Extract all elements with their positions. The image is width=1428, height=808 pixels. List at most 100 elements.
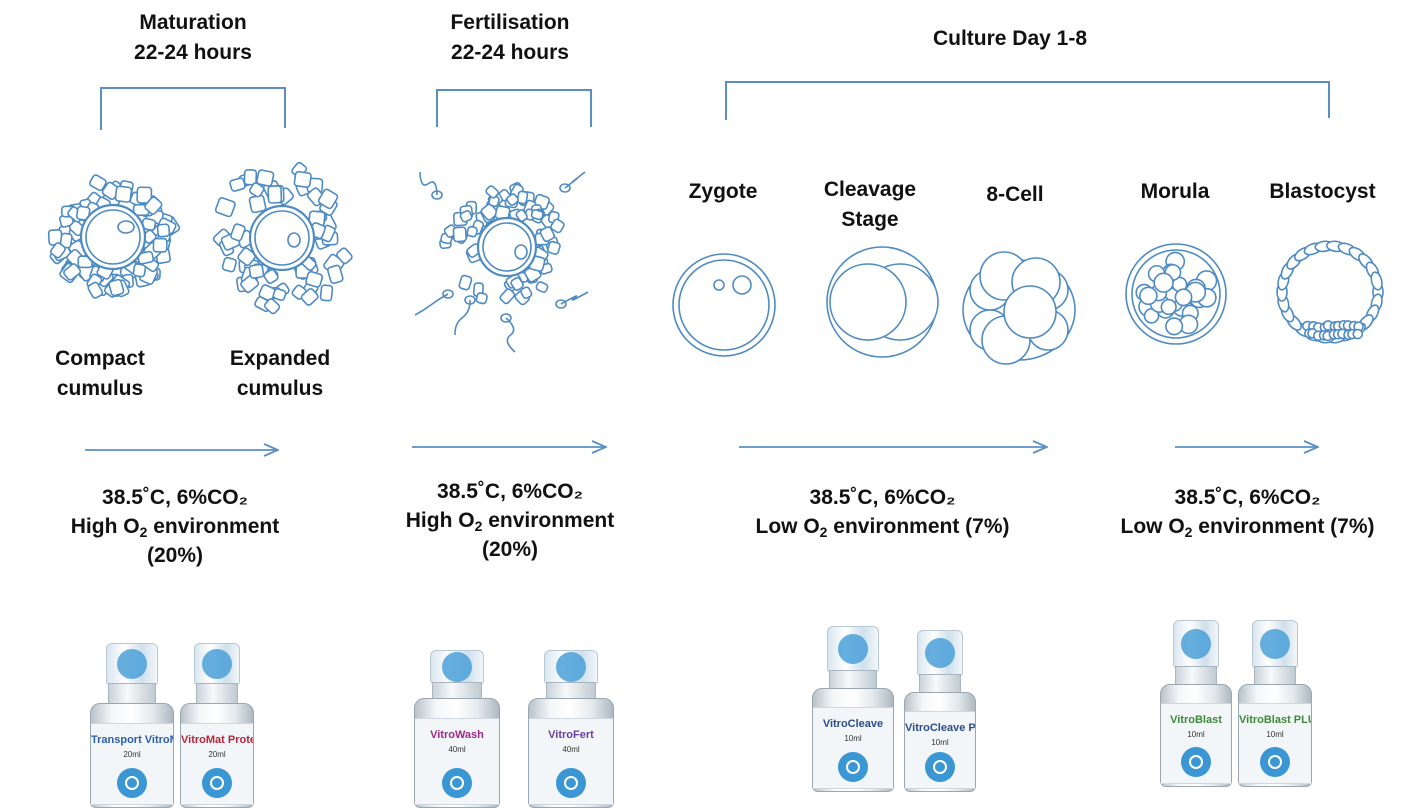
condition-culture-early: 38.5˚C, 6%CO₂ Low O2 environment (7%) [730, 483, 1035, 541]
cumulus-cell [248, 263, 265, 279]
blastomere [1165, 317, 1184, 336]
oocyte-membrane [85, 209, 141, 265]
cleavage-drawing [826, 246, 939, 358]
cumulus-cell [156, 223, 171, 238]
condition-fertilisation: 38.5˚C, 6%CO₂ High O2 environment (20%) [375, 477, 645, 564]
vial-cap [917, 630, 963, 676]
sperm [500, 313, 516, 353]
blastocyst-drawing [1276, 240, 1384, 344]
vial-neck [195, 683, 239, 705]
cumulus-cell [475, 292, 488, 305]
stage-label-zygote: Zygote [688, 180, 758, 203]
vial-cap [105, 643, 159, 685]
product-volume: 10ml [931, 737, 949, 747]
brand-logo [1260, 746, 1290, 777]
nucleus [117, 220, 135, 234]
sperm [454, 295, 476, 336]
pronucleus [713, 279, 725, 291]
sperm [555, 291, 589, 309]
cumulus-cell [243, 169, 258, 186]
brand-logo [202, 767, 232, 798]
cumulus-cell [452, 226, 467, 243]
product-volume: 20ml [208, 749, 226, 759]
vial-cap [543, 650, 599, 684]
cumulus-cell [230, 223, 246, 242]
cumulus-cell [50, 242, 66, 259]
vial-body: VitroBlast PLUS 10ml [1238, 684, 1312, 787]
fertilisation-oocyte [439, 182, 565, 306]
product-name: Transport VitroMat [91, 733, 173, 746]
cumulus-cell [530, 209, 544, 221]
cumulus-cell [480, 203, 498, 221]
product-name: VitroCleave [822, 718, 884, 731]
cumulus-cell [256, 169, 275, 187]
vial-cap [827, 626, 879, 672]
cumulus-cell [458, 274, 473, 291]
cumulus-cell [535, 281, 549, 293]
nucleus [287, 232, 301, 248]
sperm [414, 289, 454, 316]
vial-label: VitroWash 40ml [415, 718, 499, 805]
cumulus-cell [152, 237, 168, 253]
zygote-drawing [672, 253, 776, 357]
compact-cumulus-oocyte [47, 174, 181, 299]
sperm-tail [414, 293, 449, 316]
cumulus-cell [515, 209, 528, 222]
bracket-culture [725, 81, 1330, 120]
condition-o2: High O2 environment [405, 509, 615, 534]
condition-maturation: 38.5˚C, 6%CO₂ High O2 environment (20%) [40, 483, 310, 570]
product-volume: 40ml [448, 745, 466, 755]
vial-cap [193, 643, 241, 685]
vial-neck [1175, 666, 1217, 686]
vial-label: VitroBlast PLUS 10ml [1239, 703, 1311, 784]
cumulus-cell [263, 268, 279, 285]
phase-title-fertilisation: Fertilisation 22-24 hours [450, 11, 570, 64]
phase-title-maturation: Maturation 22-24 hours [134, 11, 252, 64]
cumulus-cell [317, 188, 339, 210]
product-name: VitroBlast PLUS [1239, 714, 1311, 727]
product-vial: VitroMat Protect 20ml [180, 643, 254, 808]
cumulus-cell [267, 185, 283, 204]
blastomere [1153, 272, 1174, 293]
condition-o2-percent: (20%) [146, 544, 204, 567]
blastomere [829, 263, 907, 341]
cumulus-cell [499, 288, 516, 305]
product-volume: 20ml [123, 749, 141, 759]
product-volume: 10ml [1266, 730, 1284, 740]
inner-cell-mass-cell [1352, 328, 1364, 340]
cumulus-cell [229, 177, 246, 192]
sperm [559, 171, 586, 193]
cumulus-cell [459, 210, 473, 223]
vial-cap [429, 650, 485, 684]
brand-logo [556, 767, 586, 798]
vial-neck [919, 674, 961, 694]
cumulus-cell [63, 263, 82, 281]
vial-cap [1251, 620, 1299, 668]
cumulus-cell [87, 281, 104, 299]
vial-neck [107, 683, 157, 705]
product-vial: VitroBlast PLUS 10ml [1238, 620, 1312, 787]
condition-temp-co2: 38.5˚C, 6%CO₂ [437, 480, 583, 503]
product-name: VitroFert [548, 729, 594, 742]
sperm-tail [564, 171, 586, 189]
condition-temp-co2: 38.5˚C, 6%CO₂ [1174, 486, 1321, 509]
stage-label-morula: Morula [1140, 180, 1210, 203]
bracket-maturation [100, 87, 286, 130]
stage-label-cleavage: Cleavage Stage [823, 178, 917, 231]
stage-label-8-cell: 8-Cell [986, 183, 1044, 206]
cumulus-cell [144, 196, 163, 215]
vial-label: Transport VitroMat 20ml [91, 722, 173, 805]
product-name: VitroMat Protect [181, 733, 253, 746]
vial-body: VitroMat Protect 20ml [180, 703, 254, 808]
vial-body: Transport VitroMat 20ml [90, 703, 174, 808]
phase-title-culture: Culture Day 1-8 [932, 27, 1088, 50]
product-name: VitroWash [430, 729, 484, 742]
cumulus-cell [293, 170, 312, 189]
sperm-tail [560, 291, 589, 305]
product-volume: 10ml [1187, 730, 1205, 740]
cumulus-cell [485, 185, 499, 199]
blastomere [1139, 286, 1158, 306]
product-vial: VitroWash 40ml [414, 650, 500, 808]
